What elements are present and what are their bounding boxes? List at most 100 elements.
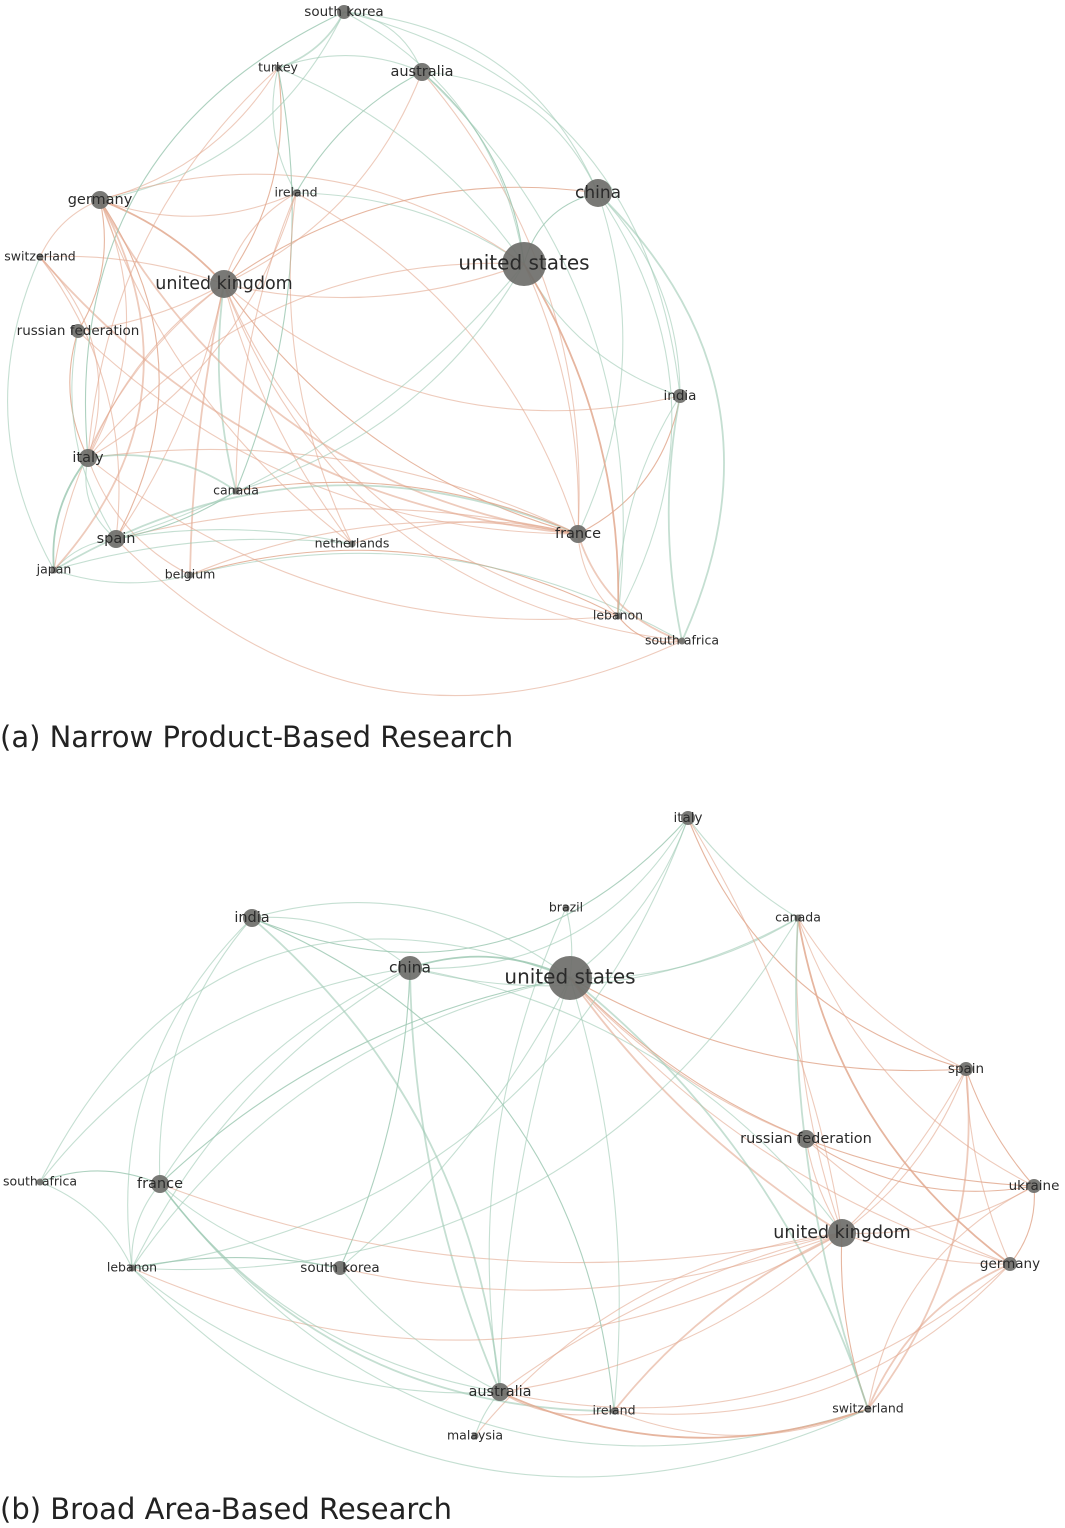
edge-lebanon-south_africa: [617, 615, 683, 643]
node-south_africa: [36, 1178, 44, 1186]
edge-united_states-germany: [569, 977, 1011, 1265]
node-south_africa: [678, 637, 686, 645]
node-china: [398, 956, 422, 980]
node-label-south_korea: south korea: [300, 1260, 379, 1276]
node-label-turkey: turkey: [258, 60, 298, 75]
edge-germany-australia: [499, 1263, 1011, 1409]
node-italy: [681, 811, 695, 825]
edges-layer: [39, 817, 1035, 1478]
edge-italy-spain: [687, 817, 967, 1070]
edge-spain-australia: [499, 1068, 967, 1393]
edge-turkey-south_korea: [277, 11, 345, 69]
node-united_kingdom: [828, 1219, 856, 1247]
edge-ukraine-switzerland: [867, 1185, 1035, 1410]
edge-united_states-south_korea: [339, 977, 571, 1269]
edge-united_kingdom-united_states: [223, 263, 525, 299]
edge-japan-france: [53, 484, 579, 571]
node-switzerland: [36, 253, 44, 261]
node-label-united_states: united states: [504, 965, 635, 989]
edge-canada-france: [235, 481, 579, 535]
edge-china-india: [251, 916, 411, 969]
node-label-canada: canada: [775, 910, 821, 925]
edge-italy-canada: [687, 817, 799, 919]
edge-ireland-switzerland: [613, 1408, 869, 1436]
edge-south_africa-united_states: [39, 938, 571, 1183]
node-label-russian_federation: russian federation: [17, 323, 140, 339]
edge-spain-switzerland: [867, 1068, 970, 1410]
node-label-russian_federation: russian federation: [740, 1131, 872, 1147]
edge-canada-italy: [87, 454, 237, 492]
edge-south_korea-india: [343, 11, 681, 397]
caption-b: (b) Broad Area-Based Research: [0, 1492, 453, 1526]
edge-india-lebanon: [617, 395, 681, 617]
edge-ireland-italy: [87, 192, 297, 459]
edge-lebanon-south_korea: [131, 1257, 341, 1269]
edge-united_states-ukraine: [569, 977, 1035, 1187]
node-france: [569, 525, 587, 543]
edge-italy-france: [87, 448, 579, 535]
edge-china-lebanon: [597, 192, 673, 617]
node-ireland: [292, 189, 300, 197]
node-canada: [232, 487, 240, 495]
edge-united_states-italy: [87, 262, 525, 459]
edge-united_states-lebanon: [131, 977, 571, 1269]
edge-united_kingdom-turkey: [223, 67, 282, 285]
edge-united_kingdom-germany: [841, 1232, 1011, 1265]
node-label-china: china: [575, 183, 621, 203]
edge-united_kingdom-germany: [99, 199, 225, 285]
node-label-ireland: ireland: [274, 185, 317, 200]
node-brazil: [562, 904, 570, 912]
edge-australia-ireland: [295, 71, 423, 194]
edge-china-france: [159, 967, 411, 1185]
node-turkey: [274, 64, 282, 72]
edge-united_states-canada: [235, 263, 525, 492]
edge-france-lebanon: [577, 533, 619, 617]
node-united_kingdom: [210, 270, 238, 298]
edge-united_kingdom-south_africa: [223, 283, 683, 642]
node-label-japan: japan: [36, 562, 72, 577]
edge-spain-netherlands: [115, 529, 353, 545]
node-label-switzerland: switzerland: [832, 1401, 904, 1416]
edge-united_kingdom-canada: [217, 283, 237, 492]
node-south_korea: [337, 5, 351, 19]
edge-canada-germany: [797, 917, 1011, 1265]
edge-united_kingdom-lebanon: [223, 283, 619, 617]
edge-germany-ireland: [613, 1263, 1011, 1415]
edge-france-ireland: [295, 192, 579, 535]
edge-china-south_korea: [339, 967, 411, 1269]
node-united_states: [502, 242, 546, 286]
edge-france-ireland: [159, 1183, 615, 1412]
node-japan: [50, 566, 58, 574]
node-malaysia: [471, 1432, 479, 1440]
edge-japan-belgium: [53, 569, 191, 584]
node-label-china: china: [389, 959, 431, 977]
edge-india-italy: [251, 817, 689, 953]
edge-united_kingdom-lebanon: [131, 1232, 843, 1341]
edge-switzerland-france: [39, 256, 579, 535]
node-belgium: [186, 571, 194, 579]
edge-russian_federation-germany: [805, 1138, 1011, 1265]
node-label-germany: germany: [980, 1256, 1040, 1272]
node-label-brazil: brazil: [549, 900, 583, 915]
edge-united_states-ireland: [295, 192, 525, 265]
edge-china-south_korea: [343, 11, 599, 194]
edge-germany-japan: [53, 199, 145, 571]
node-lebanon: [614, 612, 622, 620]
edge-canada-lebanon: [131, 917, 799, 1271]
edge-turkey-canada: [235, 67, 293, 492]
node-label-france: france: [137, 1176, 183, 1192]
edge-netherlands-france: [351, 521, 579, 545]
edge-china-australia: [421, 71, 599, 194]
edge-france-switzerland: [159, 1183, 869, 1447]
edge-italy-lebanon: [131, 817, 689, 1269]
node-label-france: france: [555, 526, 601, 542]
node-label-lebanon: lebanon: [593, 608, 643, 623]
node-canada: [794, 914, 802, 922]
edge-united_kingdom-australia: [499, 1232, 843, 1393]
edge-france-australia: [159, 1183, 501, 1393]
edge-united_states-australia: [421, 71, 525, 265]
edge-australia-south_korea: [343, 11, 423, 73]
